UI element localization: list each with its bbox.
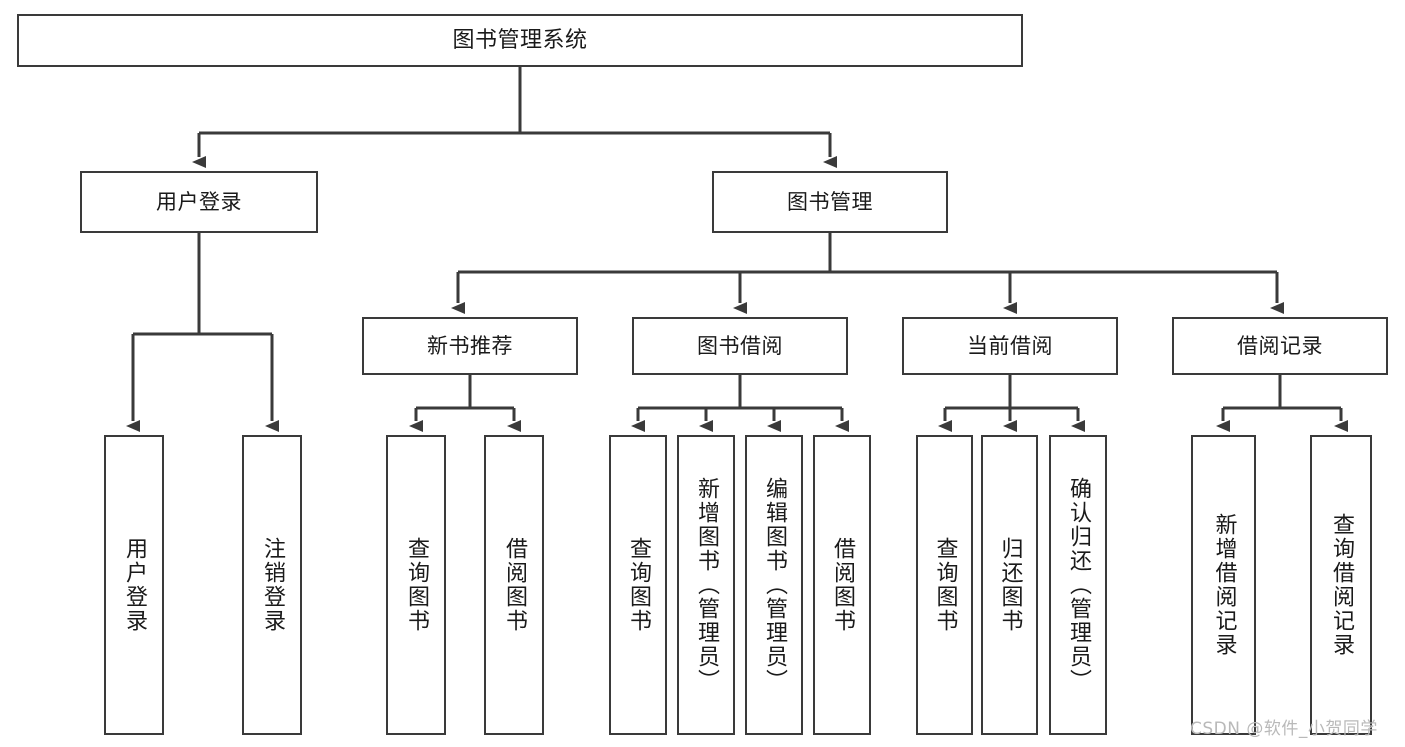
leaf-confirm-return[interactable]: 确认归还（管理员） <box>1049 435 1107 735</box>
node-book-borrow[interactable]: 图书借阅 <box>632 317 848 375</box>
leaf-logout[interactable]: 注销登录 <box>242 435 302 735</box>
leaf-add-record-label: 新增借阅记录 <box>1211 513 1237 657</box>
leaf-logout-label: 注销登录 <box>260 537 285 633</box>
leaf-add-book[interactable]: 新增图书（管理员） <box>677 435 735 735</box>
leaf-add-record[interactable]: 新增借阅记录 <box>1191 435 1256 735</box>
node-borrow-record[interactable]: 借阅记录 <box>1172 317 1388 375</box>
node-borrow-record-label: 借阅记录 <box>1237 333 1323 358</box>
leaf-return-book[interactable]: 归还图书 <box>981 435 1038 735</box>
node-root[interactable]: 图书管理系统 <box>17 14 1023 67</box>
leaf-query-record[interactable]: 查询借阅记录 <box>1310 435 1372 735</box>
node-new-book-rec[interactable]: 新书推荐 <box>362 317 578 375</box>
node-user-login[interactable]: 用户登录 <box>80 171 318 233</box>
node-book-borrow-label: 图书借阅 <box>697 333 783 358</box>
node-current-borrow[interactable]: 当前借阅 <box>902 317 1118 375</box>
leaf-query-book[interactable]: 查询图书 <box>609 435 667 735</box>
leaf-borrow-book-rec-label: 借阅图书 <box>502 537 527 633</box>
node-book-manage[interactable]: 图书管理 <box>712 171 948 233</box>
node-new-book-rec-label: 新书推荐 <box>427 333 513 358</box>
leaf-query-record-label: 查询借阅记录 <box>1329 513 1354 657</box>
watermark: CSDN @软件_小贺同学 <box>1190 719 1378 739</box>
leaf-borrow-book-rec[interactable]: 借阅图书 <box>484 435 544 735</box>
node-root-label: 图书管理系统 <box>452 27 588 53</box>
leaf-query-book-label: 查询图书 <box>626 537 651 633</box>
leaf-borrow-book-label: 借阅图书 <box>830 537 855 633</box>
leaf-query-book-cur-label: 查询图书 <box>932 537 958 633</box>
leaf-query-book-cur[interactable]: 查询图书 <box>916 435 973 735</box>
leaf-edit-book-label: 编辑图书（管理员） <box>762 477 787 693</box>
node-current-borrow-label: 当前借阅 <box>967 333 1053 358</box>
leaf-confirm-return-label: 确认归还（管理员） <box>1066 477 1091 693</box>
leaf-user-login-label: 用户登录 <box>122 537 147 633</box>
node-user-login-label: 用户登录 <box>156 189 242 214</box>
leaf-query-book-rec[interactable]: 查询图书 <box>386 435 446 735</box>
node-book-manage-label: 图书管理 <box>787 189 873 214</box>
leaf-user-login[interactable]: 用户登录 <box>104 435 164 735</box>
leaf-return-book-label: 归还图书 <box>997 537 1023 633</box>
leaf-borrow-book[interactable]: 借阅图书 <box>813 435 871 735</box>
leaf-query-book-rec-label: 查询图书 <box>404 537 429 633</box>
leaf-edit-book[interactable]: 编辑图书（管理员） <box>745 435 803 735</box>
leaf-add-book-label: 新增图书（管理员） <box>694 477 719 693</box>
